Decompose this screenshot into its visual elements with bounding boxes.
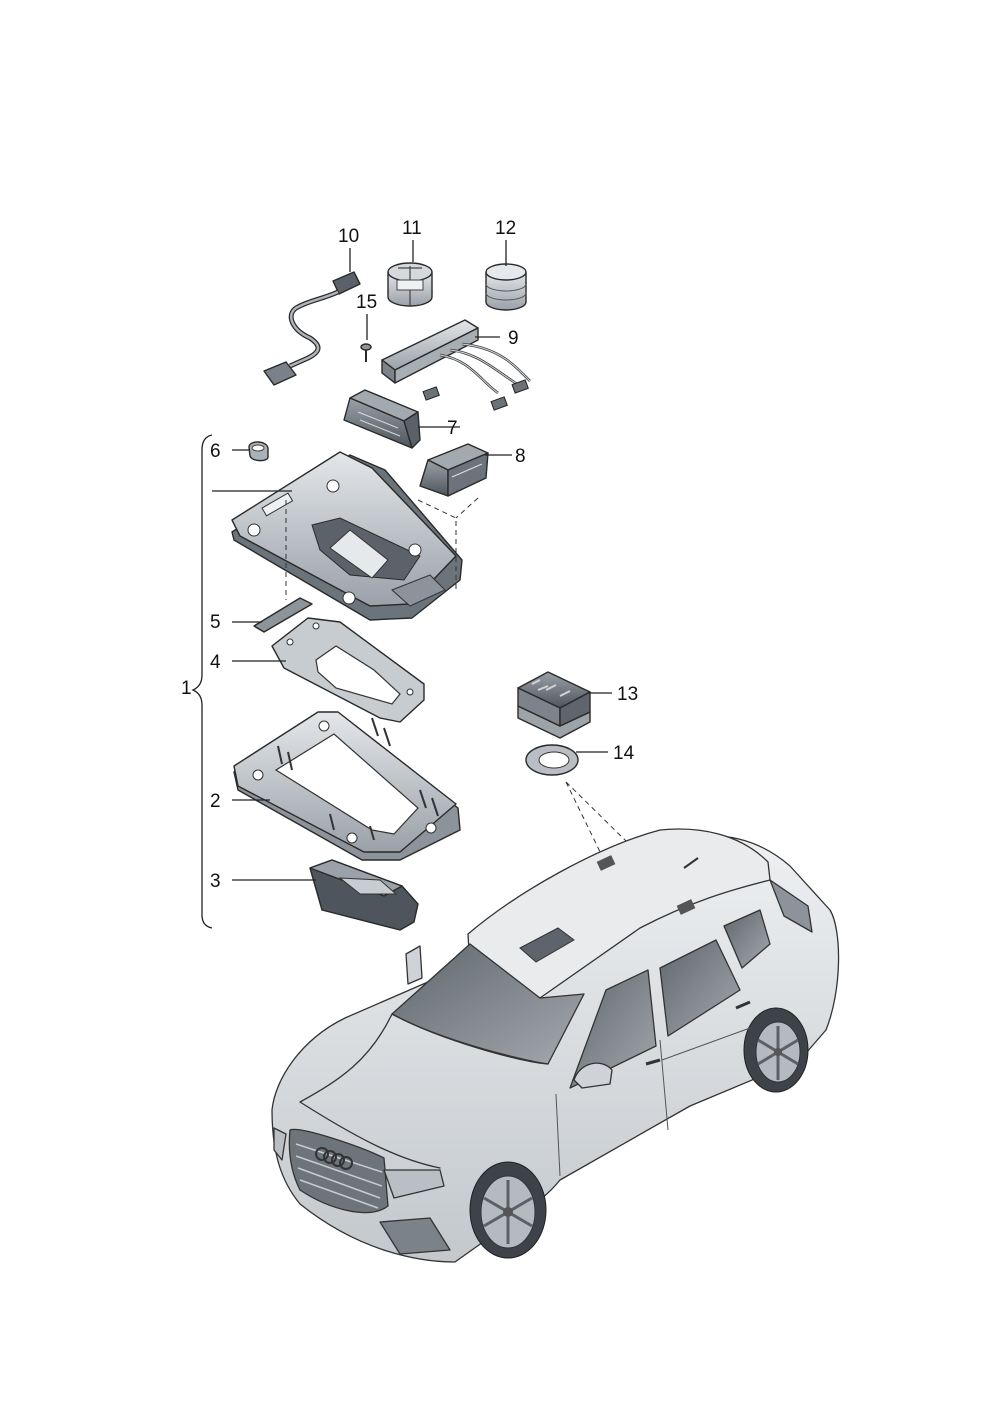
part-14-ring [525,744,579,776]
part-6-clip [248,441,269,462]
part-2-frame [233,711,461,861]
callout-3: 3 [210,871,221,892]
callout-13: 13 [617,684,638,705]
part-5-trim-strip [253,597,313,633]
part-8-switch-module [419,443,489,497]
callout-9: 9 [508,328,519,349]
callout-15: 15 [356,292,377,313]
callout-8: 8 [515,446,526,467]
part-3-cover [309,859,419,931]
part-9-control-unit [381,319,531,411]
part-4-gasket [271,617,425,723]
group-bracket [191,434,213,929]
callout-12: 12 [495,218,516,239]
callout-10: 10 [338,226,359,247]
callout-5: 5 [210,612,221,633]
callout-11: 11 [402,218,422,239]
callout-2: 2 [210,791,221,812]
dash-link-8 [417,497,479,590]
part-12-bulb-holder [485,263,527,311]
part-10-wiring-harness [263,271,361,386]
callout-6: 6 [210,441,221,462]
part-13-interior-light [517,671,591,739]
part-11-bulb-holder [387,262,433,307]
part-15-screw [360,343,372,362]
callout-7: 7 [447,418,458,439]
callout-14: 14 [613,743,635,764]
leader-lines [212,240,612,881]
callout-1: 1 [181,678,192,699]
part-7-switch-module [343,389,421,449]
vehicle-illustration [271,828,840,1263]
callout-4: 4 [210,652,221,673]
